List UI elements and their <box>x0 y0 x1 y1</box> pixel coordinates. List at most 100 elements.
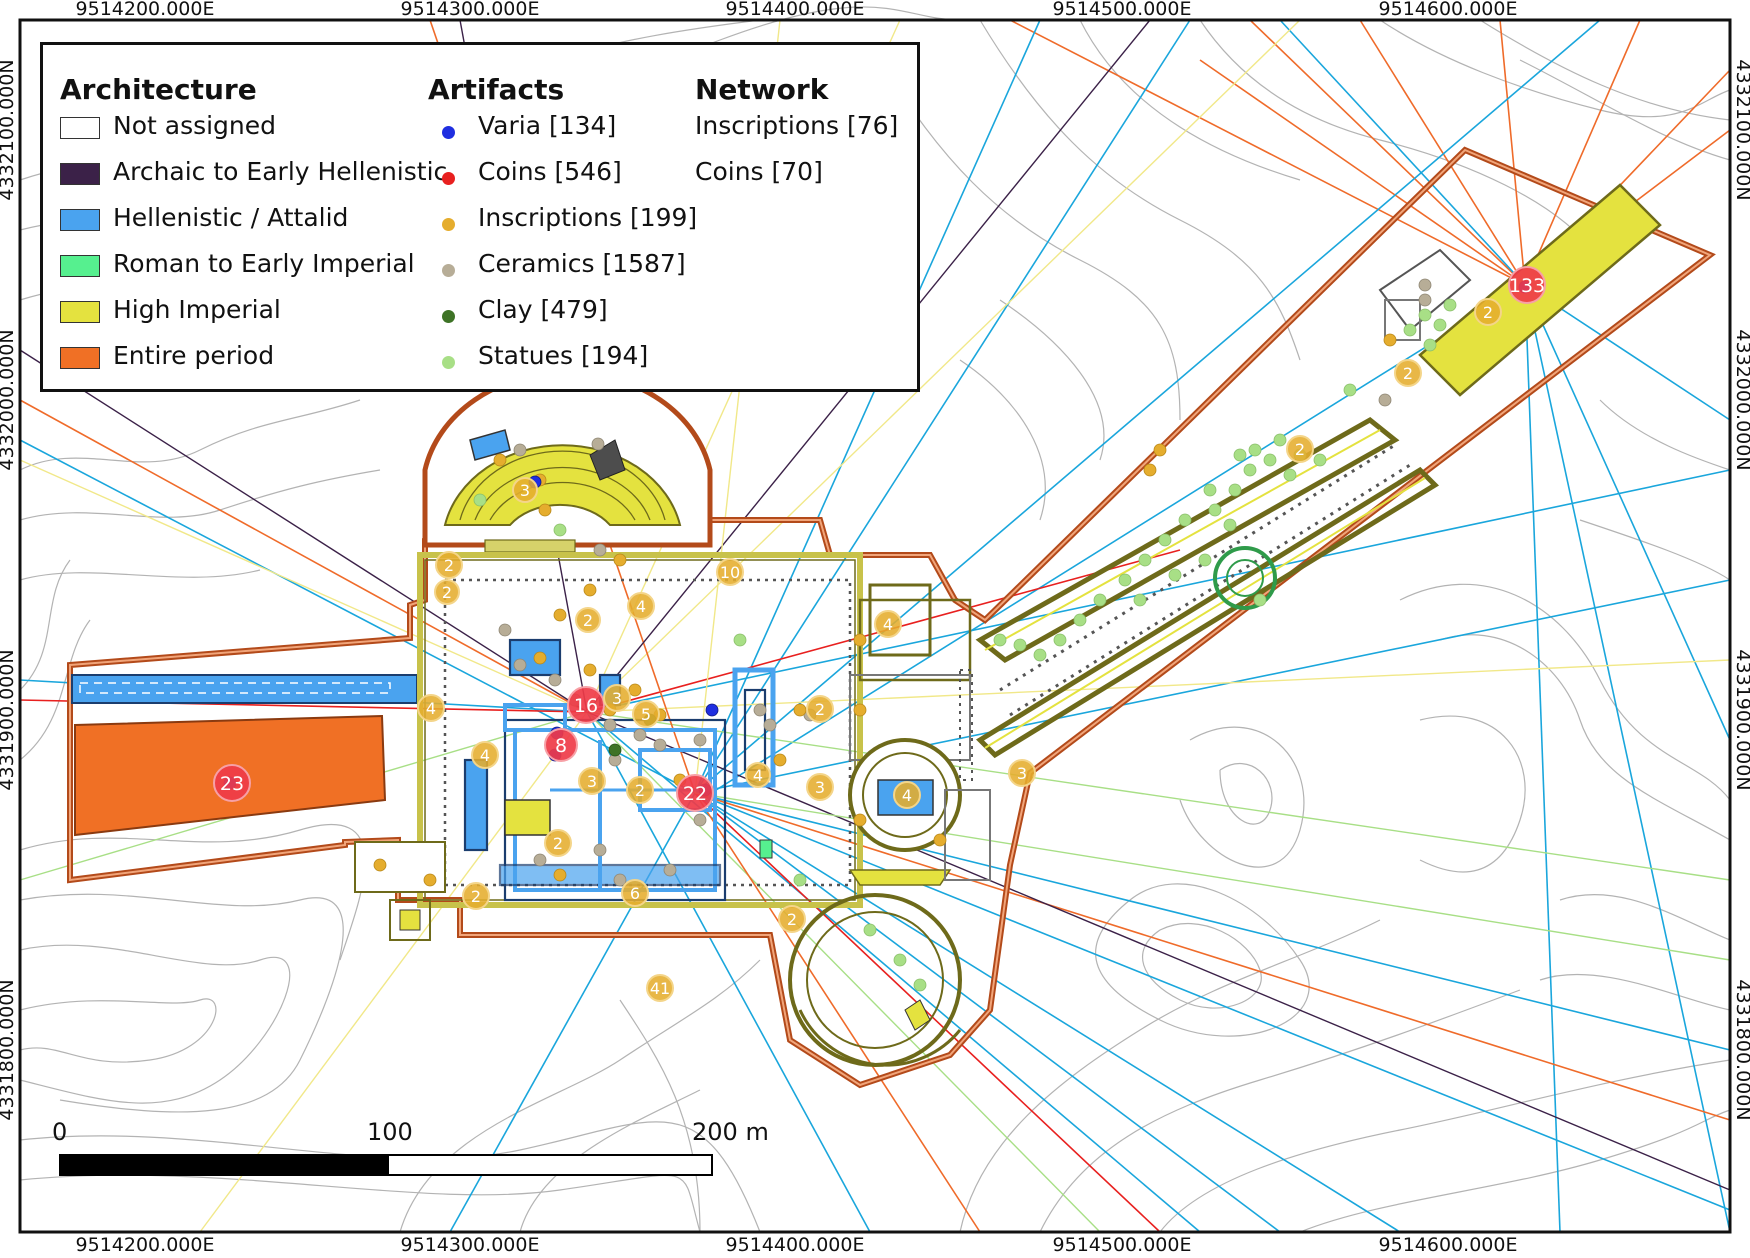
inscription-cluster-marker: 3 <box>1008 759 1036 787</box>
coord-right-2: 4332000.000N <box>1732 329 1750 471</box>
cluster-circle <box>435 551 463 579</box>
cluster-count-label: 3 <box>815 778 825 797</box>
cluster-count-label: 2 <box>1403 364 1413 383</box>
coord-top-5: 9514600.000E <box>1378 0 1518 20</box>
cluster-circle <box>874 610 902 638</box>
cluster-circle <box>512 477 538 503</box>
legend-artifact-item: Inscriptions [199] <box>478 203 698 232</box>
coord-left-1: 4332100.000N <box>0 59 18 201</box>
coord-bottom-4: 9514500.000E <box>1052 1234 1192 1256</box>
swatch-archaic <box>60 163 100 185</box>
inscription-cluster-marker: 2 <box>434 579 460 605</box>
cluster-count-label: 4 <box>426 699 436 718</box>
map-border <box>18 18 1732 1234</box>
cluster-count-label: 6 <box>630 884 640 903</box>
cluster-circle <box>567 686 605 724</box>
cluster-count-label: 2 <box>815 700 825 719</box>
cluster-circle <box>1474 298 1502 326</box>
cluster-circle <box>1508 266 1546 304</box>
cluster-circle <box>471 741 499 769</box>
cluster-circle <box>434 579 460 605</box>
legend-architecture-title: Architecture <box>60 73 257 106</box>
cluster-circle <box>1394 359 1422 387</box>
cluster-circle <box>575 607 601 633</box>
coin-cluster-marker: 8 <box>544 728 578 762</box>
legend-artifact-item: Coins [546] <box>478 157 622 186</box>
scale-label-0: 0 <box>52 1118 68 1146</box>
cluster-count-label: 10 <box>720 563 740 582</box>
cluster-count-label: 2 <box>1295 440 1305 459</box>
cluster-count-label: 133 <box>1509 275 1545 297</box>
coord-left-3: 4331900.000N <box>0 649 18 791</box>
dot-inscriptions <box>442 218 455 231</box>
cluster-count-label: 41 <box>650 979 670 998</box>
dot-statues <box>442 356 455 369</box>
inscription-cluster-marker: 2 <box>575 607 601 633</box>
coord-top-2: 9514300.000E <box>400 0 540 20</box>
inscription-cluster-marker: 41 <box>646 974 674 1002</box>
cluster-circle <box>603 684 631 712</box>
cluster-circle <box>626 776 654 804</box>
cluster-count-label: 16 <box>574 695 598 717</box>
coord-top-4: 9514500.000E <box>1052 0 1192 20</box>
inscription-cluster-marker: 4 <box>627 592 655 620</box>
legend-network-item: Coins [70] <box>695 157 823 186</box>
cluster-circle <box>1286 435 1314 463</box>
dot-clay <box>442 310 455 323</box>
cluster-circle <box>893 781 921 809</box>
cluster-circle <box>716 558 744 586</box>
legend-artifacts-title: Artifacts <box>428 73 565 106</box>
coord-left-2: 4332000.000N <box>0 329 18 471</box>
legend-arch-item: Roman to Early Imperial <box>113 249 415 278</box>
inscription-cluster-marker: 2 <box>544 829 572 857</box>
legend-network-title: Network <box>695 73 829 106</box>
cluster-count-label: 4 <box>480 746 490 765</box>
cluster-circle <box>213 764 251 802</box>
legend-arch-item: Hellenistic / Attalid <box>113 203 349 232</box>
coin-cluster-marker: 22 <box>676 774 714 812</box>
inscription-cluster-marker: 2 <box>626 776 654 804</box>
legend-network-item: Inscriptions [76] <box>695 111 899 140</box>
cluster-count-label: 8 <box>555 735 567 757</box>
inscription-cluster-marker: 2 <box>806 695 834 723</box>
coin-cluster-marker: 133 <box>1508 266 1546 304</box>
legend-arch-item: Not assigned <box>113 111 277 140</box>
cluster-circle <box>1008 759 1036 787</box>
coord-top-3: 9514400.000E <box>725 0 865 20</box>
legend-arch-item: High Imperial <box>113 295 281 324</box>
coord-right-1: 4332100.000N <box>1732 59 1750 201</box>
inscription-cluster-marker: 4 <box>893 781 921 809</box>
legend-artifact-item: Statues [194] <box>478 341 649 370</box>
coord-bottom-1: 9514200.000E <box>75 1234 215 1256</box>
cluster-circle <box>578 767 606 795</box>
legend-artifact-item: Clay [479] <box>478 295 608 324</box>
map-legend: Architecture Artifacts Network Not assig… <box>40 42 920 392</box>
legend-arch-item: Entire period <box>113 341 275 370</box>
coord-left-4: 4331800.000N <box>0 979 18 1121</box>
cluster-count-label: 5 <box>641 705 651 724</box>
swatch-hellenistic <box>60 209 100 231</box>
cluster-circle <box>632 700 660 728</box>
legend-artifact-item: Ceramics [1587] <box>478 249 686 278</box>
swatch-roman <box>60 255 100 277</box>
inscription-cluster-marker: 4 <box>417 694 445 722</box>
cluster-circle <box>806 695 834 723</box>
scale-label-200: 200 m <box>692 1118 769 1146</box>
cluster-count-label: 3 <box>612 689 622 708</box>
cluster-circle <box>621 879 649 907</box>
cluster-circle <box>417 694 445 722</box>
coord-right-3: 4331900.000N <box>1732 649 1750 791</box>
swatch-high-imperial <box>60 301 100 323</box>
swatch-entire-period <box>60 347 100 369</box>
cluster-count-label: 2 <box>1483 303 1493 322</box>
cluster-circle <box>627 592 655 620</box>
theatre <box>422 369 713 553</box>
cluster-count-label: 4 <box>636 597 646 616</box>
dot-varia <box>442 126 455 139</box>
scale-bar <box>59 1154 713 1176</box>
inscription-cluster-marker: 2 <box>1286 435 1314 463</box>
cluster-circle <box>544 728 578 762</box>
coord-bottom-3: 9514400.000E <box>725 1234 865 1256</box>
